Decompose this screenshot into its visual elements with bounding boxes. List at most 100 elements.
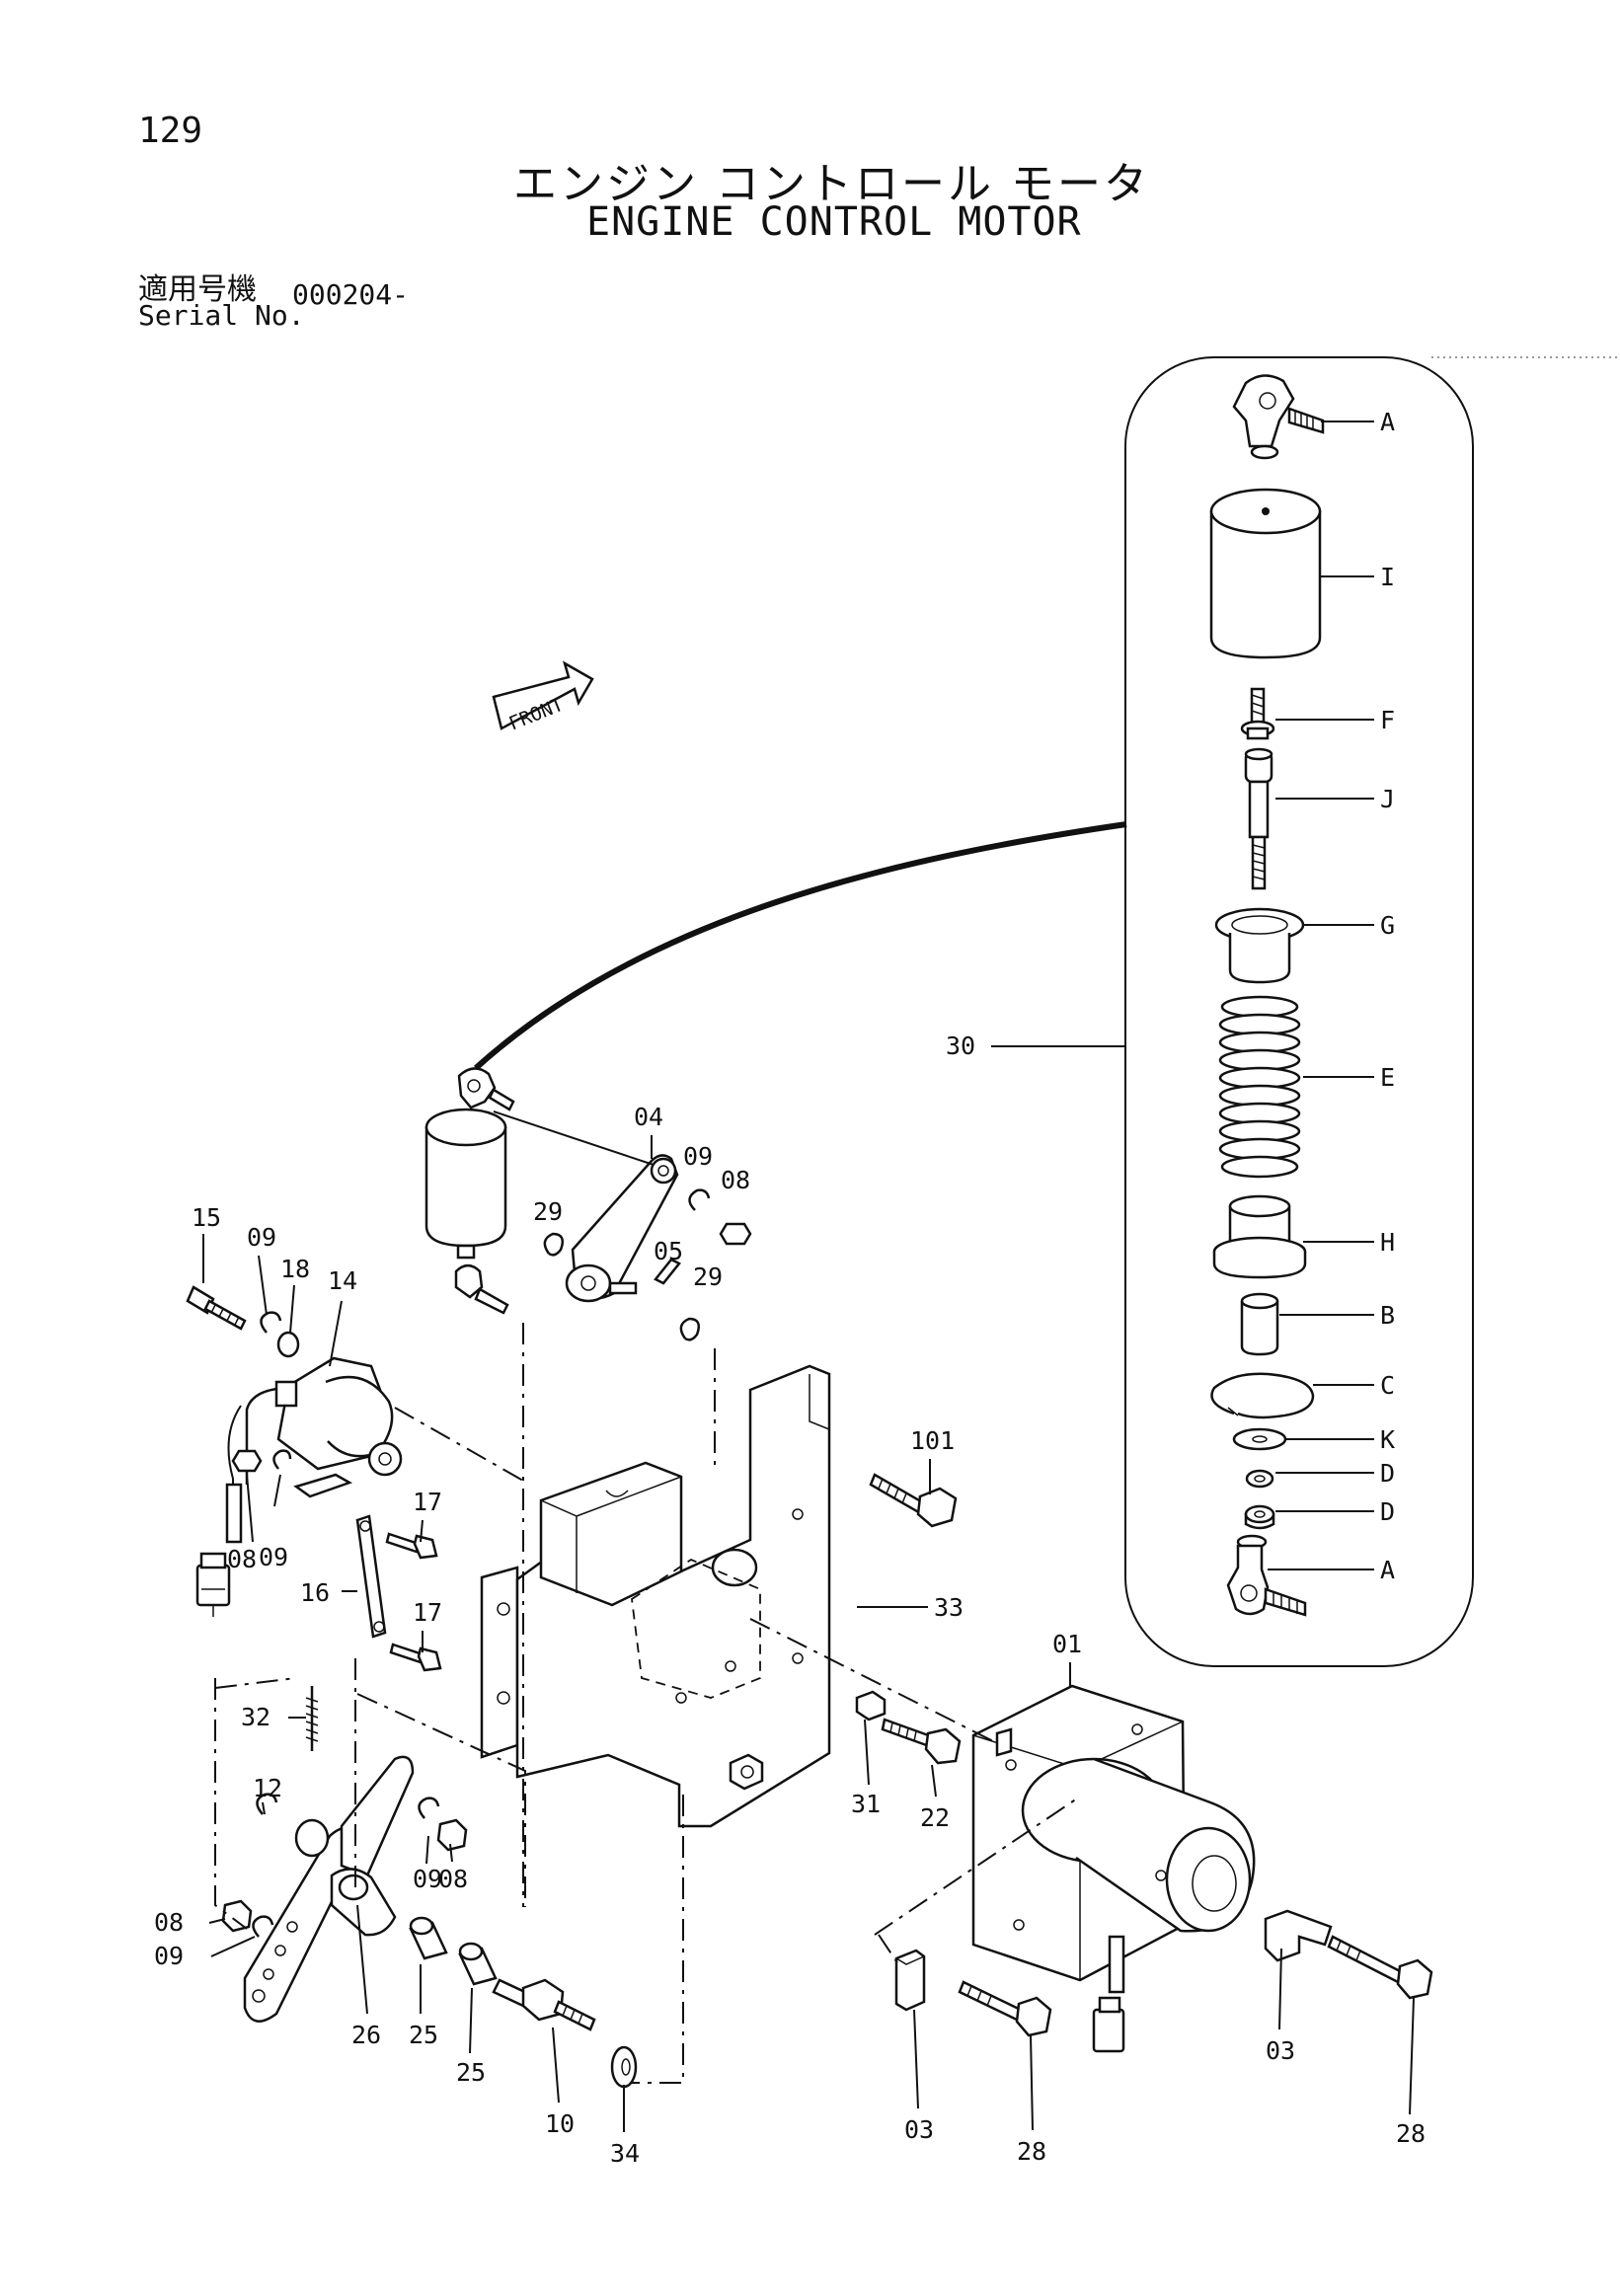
clip-09-middle [272,1449,292,1470]
callout-28-right: 28 [1396,2119,1426,2148]
callout-17-upper: 17 [413,1488,442,1516]
pin-29-right [679,1317,700,1341]
serial-label-japanese: 適用号機 [138,272,257,307]
assembly-line-link-bracket [356,1693,526,1907]
lever-04 [565,1154,679,1303]
pin-29-left [543,1232,564,1257]
wire-harness-connector [195,1405,243,1617]
control-cable [473,821,1127,1071]
bolt-28-right [1327,1935,1433,2000]
washer-k [1232,1427,1287,1451]
callout-f: F [1380,706,1395,734]
callout-15: 15 [192,1203,221,1232]
callout-a-top: A [1380,408,1395,436]
callout-09-right: 09 [413,1865,442,1893]
callout-05: 05 [654,1237,683,1265]
callout-leader-lines [202,1234,1415,2132]
screw-15 [186,1285,247,1331]
bolt-28-left [958,1980,1052,2037]
callout-31: 31 [851,1790,881,1818]
callout-16: 16 [300,1578,330,1607]
callout-29-left: 29 [533,1197,563,1226]
callout-22: 22 [920,1803,950,1832]
motor-01 [971,1684,1256,2053]
callout-25-lower: 25 [456,2058,486,2087]
clip-09-right [418,1797,440,1819]
callout-18: 18 [280,1255,310,1283]
serial-label: Serial No. [138,299,305,332]
spring-32 [305,1686,319,1751]
spring-e [1218,995,1301,1179]
assembly-line-cylinder-lever [493,1110,655,1166]
bushing-b [1240,1292,1279,1356]
nut-08-top [719,1222,752,1246]
key-05 [654,1258,681,1285]
callout-i: I [1380,563,1395,591]
detail-leader-lines [1268,421,1374,1570]
callout-a-bottom: A [1380,1556,1395,1584]
assembly-line-motor-bracket [394,1407,524,1482]
callout-28-left: 28 [1017,2137,1046,2166]
cylinder-cover-i [1209,488,1322,659]
callout-34: 34 [610,2139,640,2168]
snap-ring-c [1210,1372,1315,1419]
callout-12: 12 [253,1774,282,1802]
callout-14: 14 [328,1266,357,1295]
ball-joint-top [1232,374,1325,460]
assembly-line-ring [632,1795,684,2084]
screw-17-upper [385,1532,438,1560]
nut-d-lower [1244,1504,1275,1530]
callout-17-lower: 17 [413,1598,442,1627]
callout-08-right: 08 [438,1865,468,1893]
callout-03-right: 03 [1266,2036,1295,2065]
callout-101: 101 [910,1426,955,1455]
callout-b: B [1380,1301,1395,1330]
callout-g: G [1380,911,1395,940]
ring-34 [610,2045,638,2089]
page-title-japanese: エンジン コントロール モータ [513,159,1150,209]
assembly-line-bracket-motor [749,1618,998,1744]
callout-26: 26 [351,2021,381,2049]
clip-09-lower [252,1915,274,1938]
collar-25-upper [409,1916,448,1960]
assembly-line-spring [214,1677,297,1689]
callout-e: E [1380,1063,1395,1092]
assembly-line-bracket-03 [878,1934,899,1965]
bracket-03-right [1264,1909,1333,1962]
ball-joint-bottom [1226,1534,1307,1617]
nut-08-lower [221,1899,253,1933]
nut-08-right [436,1818,468,1852]
callout-04: 04 [634,1103,663,1131]
callout-c: C [1380,1371,1395,1400]
rod-j [1244,747,1273,890]
callout-08-middle: 08 [227,1545,257,1573]
callout-j: J [1380,785,1395,813]
shaft-10 [492,1978,596,2031]
link-16 [355,1514,387,1639]
callout-01: 01 [1052,1630,1082,1658]
bolt-22 [881,1718,962,1765]
callout-10: 10 [545,2109,575,2138]
motor-assembly-14 [245,1356,403,1498]
callout-33: 33 [934,1593,964,1622]
callout-09-lower: 09 [154,1942,184,1970]
callout-03-left: 03 [904,2115,934,2144]
seat-g [1214,907,1305,984]
callout-09-left: 09 [247,1223,276,1252]
callout-30: 30 [946,1032,975,1060]
nut-d-upper [1245,1469,1274,1489]
collar-25-lower [458,1942,498,1986]
bracket-33 [480,1364,831,1828]
callout-d-upper: D [1380,1459,1395,1488]
arm-lever-26 [243,1755,415,2023]
callout-09-middle: 09 [259,1543,288,1571]
nut-08-middle [231,1449,263,1473]
callout-32: 32 [241,1703,270,1731]
cable-cylinder [424,1067,515,1315]
screw-17-lower [389,1643,442,1672]
detail-group-frame [1124,356,1474,1667]
clip-09-top [688,1188,711,1211]
page-number: 129 [138,111,203,151]
callout-25-upper: 25 [409,2021,438,2049]
